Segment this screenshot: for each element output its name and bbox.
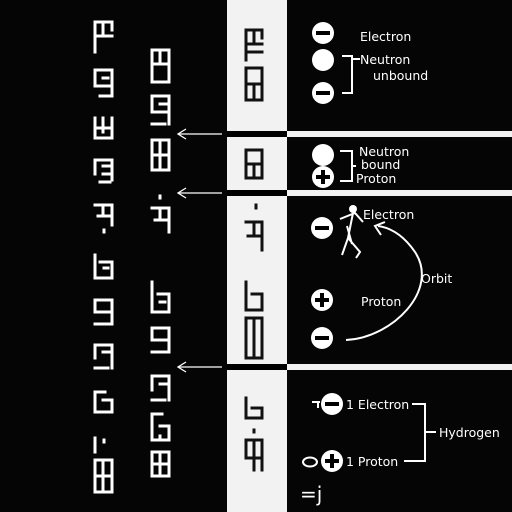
label-neutron-2: Neutron <box>359 144 409 159</box>
electron-symbol-4 <box>311 327 333 349</box>
separator-1 <box>227 131 512 137</box>
label-neutron: Neutron <box>360 52 410 67</box>
zero-symbol <box>302 456 318 468</box>
glyph-column-left <box>93 20 114 494</box>
bracket-bound <box>340 150 356 182</box>
neutron-symbol <box>312 49 334 71</box>
electron-symbol <box>312 22 334 44</box>
label-unbound: unbound <box>373 68 428 83</box>
label-hydrogen: Hydrogen <box>439 425 500 440</box>
orbit-arrowhead <box>373 221 386 236</box>
electron-symbol-5 <box>321 393 343 415</box>
arrow-3 <box>176 361 222 373</box>
electron-symbol-3 <box>311 217 333 239</box>
orbit-arc <box>345 225 423 341</box>
human-figure-icon <box>339 205 364 259</box>
label-equals-j: =j <box>300 482 322 506</box>
label-proton: Proton <box>356 171 396 186</box>
arrow-1 <box>176 128 222 140</box>
label-one-proton: 1 Proton <box>346 454 398 469</box>
electron-symbol-2 <box>312 82 334 104</box>
glyph-column-middle <box>150 48 171 478</box>
center-band <box>227 0 287 512</box>
label-electron-2: Electron <box>363 207 414 222</box>
proton-symbol-3 <box>321 450 343 472</box>
neutron-bound-symbol <box>312 144 334 166</box>
separator-3 <box>227 364 512 370</box>
label-one-electron: 1 Electron <box>346 397 409 412</box>
label-electron: Electron <box>360 29 411 44</box>
glyph-column-band <box>244 28 264 472</box>
separator-2 <box>227 190 512 196</box>
label-proton-2: Proton <box>361 294 401 309</box>
tick-mark <box>312 401 320 408</box>
proton-symbol-2 <box>311 289 333 311</box>
label-orbit: Orbit <box>421 271 452 286</box>
arrow-2 <box>176 187 222 199</box>
bracket-hydrogen <box>404 403 436 462</box>
bracket-unbound <box>342 55 360 94</box>
proton-symbol <box>312 166 334 188</box>
label-bound: bound <box>361 157 400 172</box>
